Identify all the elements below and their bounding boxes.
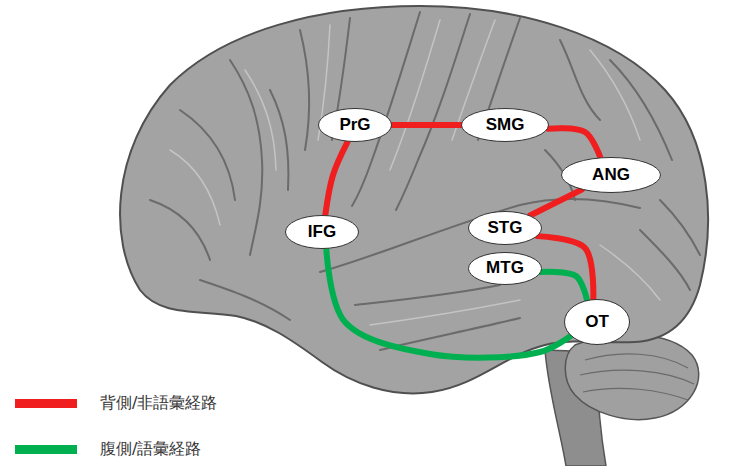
- region-ellipse: OT: [564, 299, 630, 345]
- region-label: OT: [585, 313, 609, 332]
- legend-label: 背側/非語彙経路: [100, 394, 217, 412]
- region-ellipse: SMG: [461, 108, 549, 142]
- region-ellipse: MTG: [468, 252, 542, 285]
- region-label: IFG: [308, 223, 336, 242]
- pathway-line: [538, 236, 594, 299]
- gyri-texture: [150, 12, 700, 350]
- pathway-line: [530, 190, 582, 216]
- cerebellum-folds: [580, 354, 694, 400]
- region-ellipse: STG: [468, 211, 542, 245]
- region-ellipse: IFG: [285, 215, 359, 249]
- pathway-line: [541, 272, 587, 300]
- pathway-line: [392, 122, 461, 128]
- cerebrum: [120, 6, 708, 393]
- pathway-line: [325, 142, 347, 215]
- pathway-line: [548, 128, 600, 157]
- region-ellipse: PrG: [318, 108, 392, 142]
- gyri-highlight: [170, 20, 660, 325]
- region-label: STG: [488, 219, 523, 238]
- legend-swatch: [15, 399, 77, 408]
- legend-label: 腹側/語彙経路: [100, 440, 201, 458]
- region-label: PrG: [339, 116, 370, 135]
- pathway-line: [326, 249, 570, 358]
- region-label: SMG: [486, 116, 525, 135]
- legend-swatch: [15, 445, 77, 454]
- region-label: ANG: [592, 166, 630, 185]
- region-label: MTG: [486, 259, 524, 278]
- cerebellum: [565, 335, 698, 420]
- region-ellipse: ANG: [561, 157, 661, 193]
